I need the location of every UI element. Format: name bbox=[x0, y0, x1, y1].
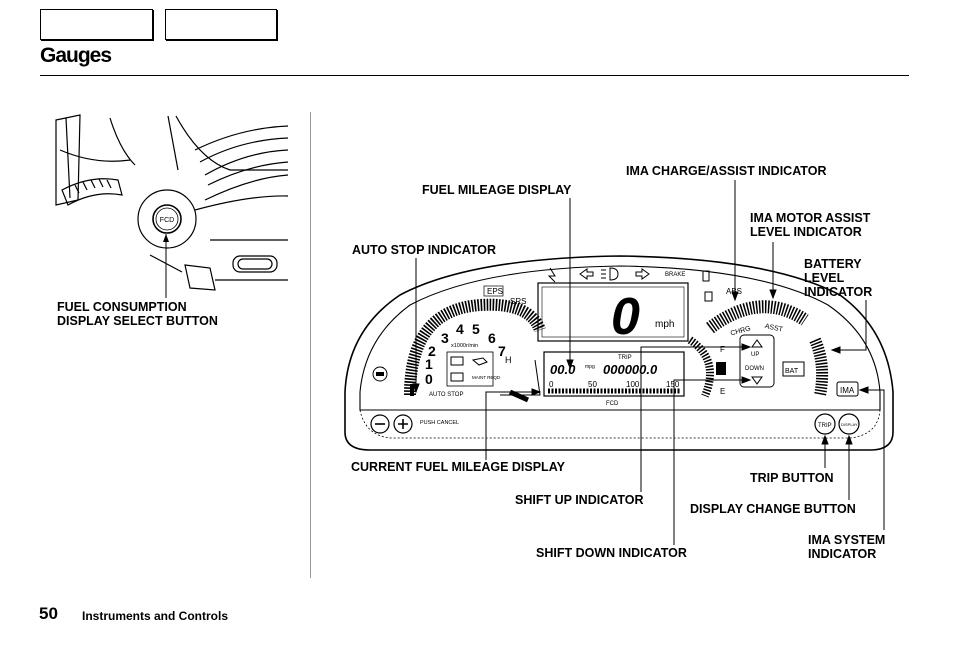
callout-ima-charge-assist: IMA CHARGE/ASSIST INDICATOR bbox=[626, 164, 827, 178]
battery-icon-box bbox=[782, 361, 805, 377]
ima-label: IMA bbox=[840, 386, 855, 395]
callout-fuel-mileage-display: FUEL MILEAGE DISPLAY bbox=[422, 183, 572, 197]
callout-display-change: DISPLAY CHANGE BUTTON bbox=[690, 502, 856, 516]
tach-num-4: 4 bbox=[456, 321, 464, 337]
page-title: Gauges bbox=[40, 44, 112, 67]
callout-line-fcd bbox=[163, 234, 169, 298]
speedometer-display bbox=[537, 282, 689, 342]
column-divider bbox=[310, 112, 311, 578]
shift-up-label: UP bbox=[751, 352, 759, 358]
auto-stop-text: AUTO STOP bbox=[429, 392, 463, 398]
callout-line-2: LEVEL bbox=[804, 271, 845, 285]
title-rule bbox=[40, 75, 909, 76]
trip-label: TRIP bbox=[618, 355, 632, 361]
section-title: Instruments and Controls bbox=[82, 609, 229, 623]
plus-button-icon[interactable] bbox=[393, 414, 413, 434]
trip-button[interactable] bbox=[814, 413, 836, 435]
asst-label: ASST bbox=[764, 323, 784, 334]
maint-reqd: MAINT REQD bbox=[472, 375, 501, 380]
headlight-icon bbox=[601, 267, 619, 281]
turn-left-icon bbox=[579, 268, 594, 280]
battery-level-bar bbox=[809, 337, 829, 397]
mileage-unit: mpg bbox=[585, 364, 595, 370]
callout-current-fuel-mileage: CURRENT FUEL MILEAGE DISPLAY bbox=[351, 460, 565, 474]
tachometer bbox=[404, 298, 546, 403]
fuel-e: E bbox=[720, 387, 725, 396]
eps-lamp: EPS bbox=[487, 287, 503, 296]
bat-label: BAT bbox=[785, 368, 799, 375]
cluster-outer-shell bbox=[344, 255, 894, 451]
nav-tab-box-1[interactable] bbox=[40, 9, 153, 40]
callout-trip-button: TRIP BUTTON bbox=[750, 471, 834, 485]
seatbelt-icon bbox=[547, 267, 556, 283]
callout-line-1: FUEL CONSUMPTION bbox=[57, 300, 187, 314]
bar-scale-100: 100 bbox=[626, 380, 640, 389]
nav-tab-box-2[interactable] bbox=[165, 9, 277, 40]
callout-line-1: BATTERY bbox=[804, 257, 862, 271]
callout-auto-stop: AUTO STOP INDICATOR bbox=[352, 243, 497, 257]
callout-line-1: IMA MOTOR ASSIST bbox=[750, 211, 871, 225]
callout-line-2: INDICATOR bbox=[808, 547, 877, 561]
push-cancel-label: PUSH CANCEL bbox=[420, 420, 459, 426]
temp-h: H bbox=[505, 355, 512, 365]
odometer-digits: 000000.0 bbox=[603, 362, 658, 377]
charge-assist-gauge bbox=[706, 300, 809, 334]
tach-num-7: 7 bbox=[498, 343, 506, 359]
callout-line-2: LEVEL INDICATOR bbox=[750, 225, 862, 239]
display-change-button[interactable] bbox=[838, 413, 860, 435]
fuel-pump-icon bbox=[716, 362, 726, 375]
bar-scale-150: 150 bbox=[666, 380, 680, 389]
page-number: 50 bbox=[39, 604, 58, 623]
fcd-display-label: FCD bbox=[606, 401, 619, 407]
trip-lcd bbox=[543, 351, 685, 397]
shift-down-label: DOWN bbox=[745, 366, 764, 372]
tach-num-6: 6 bbox=[488, 330, 496, 346]
callout-battery-level: BATTERY LEVEL INDICATOR bbox=[804, 257, 872, 299]
battery-warning-icon bbox=[450, 372, 464, 382]
shift-down-arrow-icon bbox=[751, 376, 763, 385]
tach-num-3: 3 bbox=[441, 330, 449, 346]
bar-scale-0: 0 bbox=[549, 380, 554, 389]
tach-numbers: 0 1 2 3 4 5 6 7 bbox=[425, 321, 506, 387]
tach-num-5: 5 bbox=[472, 321, 480, 337]
tach-num-1: 1 bbox=[425, 356, 433, 372]
fcd-button-label: FCD bbox=[160, 217, 174, 224]
speed-unit: mph bbox=[655, 319, 674, 330]
fuel-f: F bbox=[720, 345, 725, 354]
brake-lamp: BRAKE bbox=[665, 272, 685, 278]
callout-ima-system: IMA SYSTEM INDICATOR bbox=[808, 533, 885, 561]
callout-ima-motor-assist: IMA MOTOR ASSIST LEVEL INDICATOR bbox=[750, 211, 870, 239]
trip-button-label: TRIP bbox=[818, 423, 832, 429]
bar-scale: 0 50 100 150 bbox=[549, 380, 680, 389]
turn-right-icon bbox=[635, 268, 650, 280]
bar-scale-50: 50 bbox=[588, 380, 597, 389]
auto-stop-lamp bbox=[410, 384, 414, 396]
callout-line-1: IMA SYSTEM bbox=[808, 533, 886, 547]
fuel-lamp-icon bbox=[704, 291, 713, 302]
callout-fuel-consumption-button: FUEL CONSUMPTION DISPLAY SELECT BUTTON bbox=[57, 300, 218, 328]
dimmer-knob-icon bbox=[372, 366, 388, 382]
ima-lamp bbox=[836, 381, 859, 397]
callout-shift-up: SHIFT UP INDICATOR bbox=[515, 493, 644, 507]
minus-button-icon[interactable] bbox=[370, 414, 390, 434]
shift-up-arrow-icon bbox=[751, 339, 763, 348]
callout-line-3: INDICATOR bbox=[804, 285, 873, 299]
check-engine-icon bbox=[450, 356, 464, 366]
tach-unit: x1000r/min bbox=[451, 343, 478, 349]
srs-lamp: SRS bbox=[510, 297, 526, 306]
door-icon bbox=[702, 270, 710, 282]
tach-num-2: 2 bbox=[428, 343, 436, 359]
callout-shift-down: SHIFT DOWN INDICATOR bbox=[536, 546, 687, 560]
tach-num-0: 0 bbox=[425, 371, 433, 387]
speed-value: 0 bbox=[611, 288, 640, 346]
callout-line-2: DISPLAY SELECT BUTTON bbox=[57, 314, 218, 328]
oil-icon bbox=[471, 357, 488, 366]
display-button-label: DISPLAY bbox=[841, 422, 858, 427]
